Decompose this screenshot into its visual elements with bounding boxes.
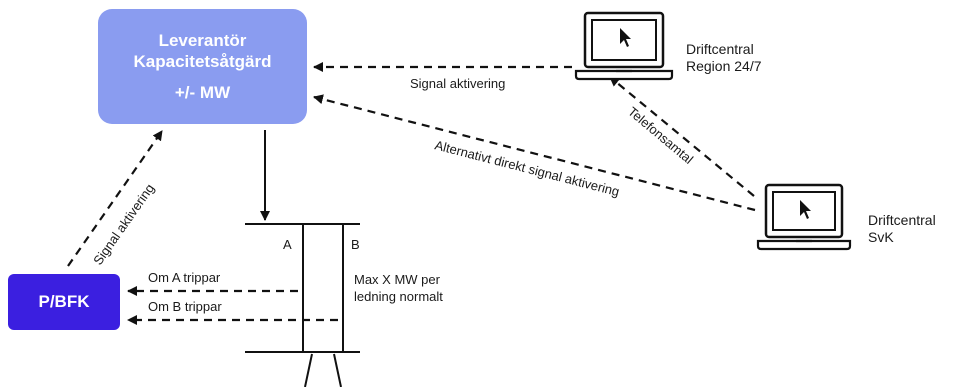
pbfk-label: P/BFK bbox=[38, 292, 90, 311]
supplier-title: Leverantör bbox=[158, 31, 247, 50]
supplier-mw: +/- MW bbox=[174, 83, 231, 102]
pylon bbox=[245, 223, 360, 387]
edge-label-region-to-supplier: Signal aktivering bbox=[410, 76, 506, 91]
laptop-cursor-icon bbox=[574, 11, 674, 81]
pylon-note-line2: ledning normalt bbox=[354, 289, 443, 304]
region-center-line2: Region 24/7 bbox=[686, 58, 762, 74]
svk-center-label: Driftcentral SvK bbox=[868, 212, 936, 246]
svk-center-line2: SvK bbox=[868, 229, 894, 245]
edge-label-svk-to-region: Telefonsamtal bbox=[625, 104, 696, 167]
pbfk-box: P/BFK bbox=[8, 274, 120, 330]
svk-center-line1: Driftcentral bbox=[868, 212, 936, 228]
laptop-cursor-icon bbox=[756, 183, 852, 251]
pylon-note: Max X MW per ledning normalt bbox=[354, 271, 443, 305]
edge-label-trip-b: Om B trippar bbox=[148, 299, 222, 314]
supplier-capacity-box: Leverantör Kapacitetsåtgärd +/- MW bbox=[98, 9, 307, 124]
region-center-label: Driftcentral Region 24/7 bbox=[686, 41, 762, 75]
edge-svk-to-region bbox=[609, 76, 755, 197]
pylon-label-a: A bbox=[283, 237, 292, 252]
region-center-line1: Driftcentral bbox=[686, 41, 754, 57]
pylon-note-line1: Max X MW per bbox=[354, 272, 440, 287]
edge-svk-to-supplier bbox=[313, 94, 756, 212]
pylon-label-b: B bbox=[351, 237, 360, 252]
edge-label-pbfk-to-supplier: Signal aktivering bbox=[90, 181, 157, 268]
edge-label-svk-to-supplier: Alternativt direkt signal aktivering bbox=[433, 137, 621, 199]
supplier-subtitle: Kapacitetsåtgärd bbox=[133, 52, 272, 71]
edge-label-trip-a: Om A trippar bbox=[148, 270, 221, 285]
